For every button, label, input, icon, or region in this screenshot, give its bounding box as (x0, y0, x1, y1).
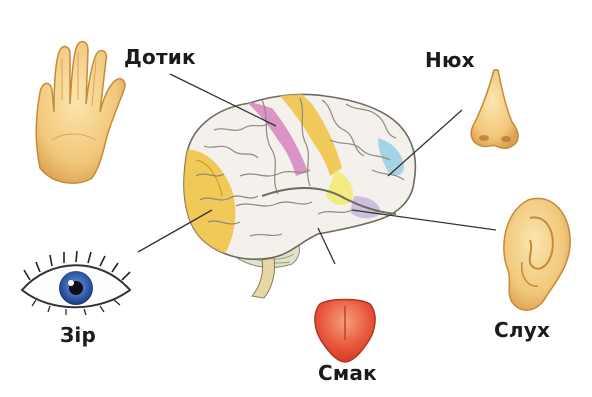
label-smell: Нюх (425, 48, 475, 72)
label-hearing: Слух (494, 318, 550, 342)
nose-icon (471, 70, 518, 148)
tongue-icon (315, 300, 375, 363)
hand-icon (36, 42, 125, 184)
line-taste (318, 228, 335, 264)
eye-icon (22, 251, 130, 315)
label-touch: Дотик (124, 45, 196, 69)
brain-icon (180, 92, 415, 298)
ear-icon (504, 198, 570, 310)
label-sight: Зір (60, 323, 96, 347)
label-taste: Смак (318, 361, 377, 385)
